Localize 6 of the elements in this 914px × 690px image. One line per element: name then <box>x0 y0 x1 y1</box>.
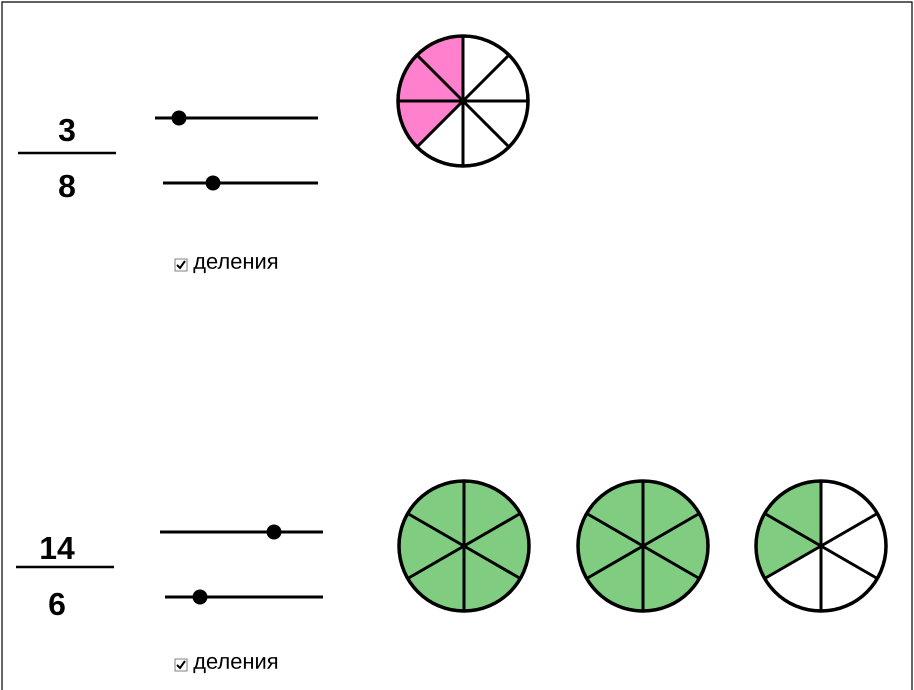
denominator: 6 <box>49 592 65 616</box>
numerator: 14 <box>41 537 75 559</box>
numerator: 3 <box>58 118 75 142</box>
denominator: 8 <box>59 174 75 198</box>
checkbox: деления <box>174 256 278 274</box>
checkbox: деления <box>174 656 278 674</box>
